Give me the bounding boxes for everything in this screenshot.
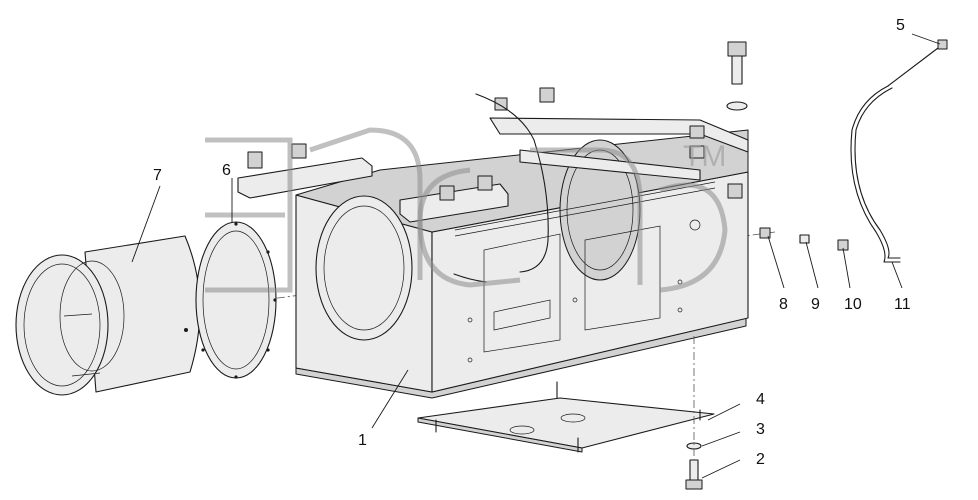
callout-8: 8 [779,296,788,313]
part-11-tube-inner [854,87,901,259]
callout-3: 3 [756,421,765,438]
callout-9: 9 [811,296,820,313]
upper-brackets [237,117,749,223]
part-5-nipple [937,39,948,50]
callout-11: 11 [894,296,911,313]
callout-7: 7 [153,167,162,184]
watermark-logo: TM [205,127,728,293]
part-11-tube [850,85,901,263]
part-7-drum [15,235,201,396]
top-vertical-bolt [726,41,748,111]
callout-6: 6 [222,162,231,179]
watermark-tm: TM [683,140,726,173]
leader-lines [131,33,941,479]
callout-10: 10 [844,296,862,313]
hex-bolts [247,87,743,201]
part-2-bolt [685,459,703,490]
callout-2: 2 [756,451,765,468]
housing-pipe [475,93,549,273]
part-4-base-plate [417,381,715,453]
part-8-fitting [759,227,771,239]
callout-4: 4 [756,391,765,408]
part-6-flange-ring [195,221,277,379]
part-9-fitting [799,234,810,244]
callout-1: 1 [358,432,367,449]
callout-5: 5 [896,17,905,34]
part-11-tube-tip [887,47,939,87]
